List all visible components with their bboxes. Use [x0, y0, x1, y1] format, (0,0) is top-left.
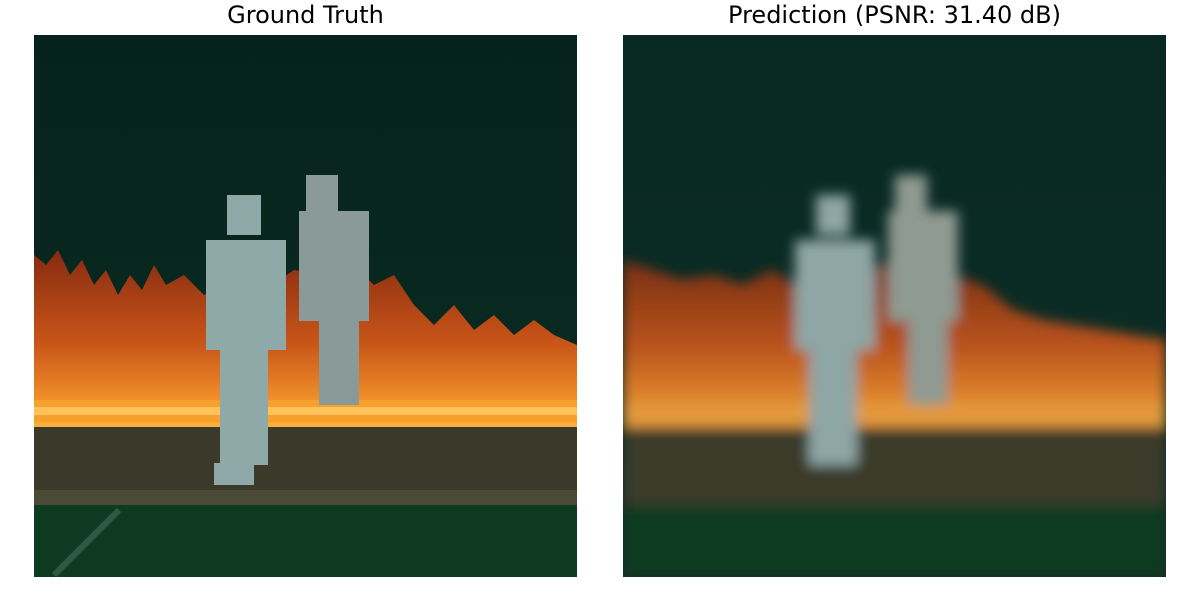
grass — [34, 505, 577, 577]
fire — [34, 235, 577, 430]
fire — [623, 240, 1166, 430]
figure-left — [795, 195, 875, 465]
figure-left — [206, 195, 286, 485]
figure-right — [299, 175, 369, 405]
panel-title-ground-truth: Ground Truth — [227, 1, 384, 29]
figure-right — [888, 175, 958, 405]
prediction-image — [623, 35, 1166, 577]
panel-title-prediction: Prediction (PSNR: 31.40 dB) — [728, 1, 1061, 29]
grass — [623, 505, 1166, 577]
ground-truth-image — [34, 35, 577, 577]
ground — [623, 427, 1166, 505]
flame-line — [623, 403, 1166, 425]
